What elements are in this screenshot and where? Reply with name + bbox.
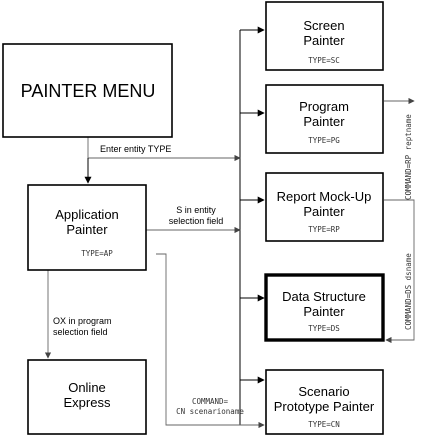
- ox-label-1: OX in program: [53, 316, 112, 326]
- s-in-entity-label-1: S in entity: [176, 205, 216, 215]
- scenario-painter-box[interactable]: [265, 369, 384, 435]
- online-express-title-1: Online: [68, 380, 106, 395]
- scenario-painter-type: TYPE=CN: [308, 420, 340, 429]
- program-painter-title-2: Painter: [303, 114, 345, 129]
- screen-painter-title-2: Painter: [303, 33, 345, 48]
- scenario-painter-title-1: Scenario: [298, 384, 349, 399]
- program-painter-type: TYPE=PG: [308, 136, 340, 145]
- data-structure-painter-title-2: Painter: [303, 304, 345, 319]
- program-painter-title-1: Program: [299, 99, 349, 114]
- command-cn-line: [156, 253, 265, 429]
- report-painter-box[interactable]: [265, 172, 384, 242]
- command-cn-label-1: COMMAND=: [192, 397, 229, 406]
- online-express-title-2: Express: [64, 395, 111, 410]
- data-structure-painter-title-1: Data Structure: [282, 289, 366, 304]
- screen-painter-box[interactable]: [265, 1, 384, 71]
- screen-painter-title-1: Screen: [303, 18, 344, 33]
- painter-menu-title: PAINTER MENU: [21, 81, 156, 101]
- command-rp-label: COMMAND=RP reptname: [404, 114, 413, 200]
- report-painter-title-2: Painter: [303, 204, 345, 219]
- data-structure-painter-type: TYPE=DS: [308, 324, 340, 333]
- painter-menu-box[interactable]: [2, 43, 173, 138]
- enter-entity-type-label: Enter entity TYPE: [100, 144, 171, 154]
- application-painter-box[interactable]: [27, 184, 147, 271]
- application-painter-title-1: Application: [55, 207, 119, 222]
- command-ds-line: [384, 199, 415, 344]
- s-in-entity-label-2: selection field: [169, 216, 224, 226]
- command-ds-label: COMMAND=DS dsname: [404, 253, 413, 330]
- application-painter-title-2: Painter: [66, 222, 108, 237]
- program-painter-box[interactable]: [265, 84, 384, 154]
- data-structure-painter-box[interactable]: [264, 273, 385, 342]
- report-painter-title-1: Report Mock-Up: [277, 189, 372, 204]
- scenario-painter-title-2: Prototype Painter: [274, 399, 375, 414]
- online-express-box[interactable]: [27, 359, 147, 435]
- screen-painter-type: TYPE=SC: [308, 56, 340, 65]
- ox-label-2: selection field: [53, 327, 108, 337]
- report-painter-type: TYPE=RP: [308, 225, 340, 234]
- command-cn-label-2: CN scenarioname: [176, 407, 244, 416]
- application-painter-type: TYPE=AP: [81, 249, 113, 258]
